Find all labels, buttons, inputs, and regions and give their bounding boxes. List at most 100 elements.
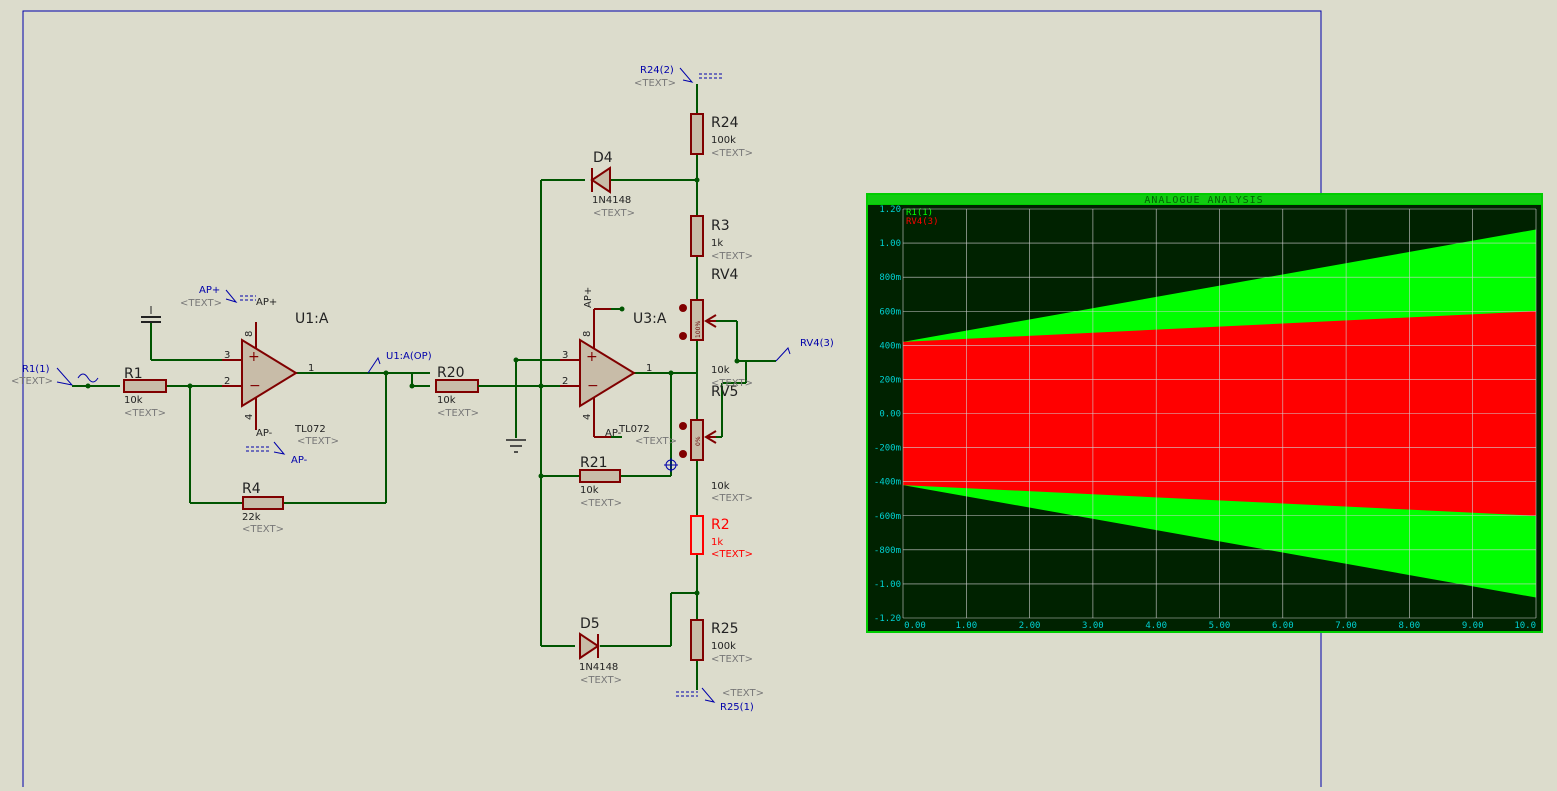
y-tick-label: -200m	[874, 444, 901, 454]
svg-text:3: 3	[562, 350, 568, 361]
svg-text:R24(2): R24(2)	[640, 65, 674, 76]
r25-text: <TEXT>	[711, 654, 753, 665]
ground-symbol-u3	[506, 439, 526, 453]
u1-value: TL072	[294, 424, 326, 435]
legend-series-1: R1(1)	[906, 208, 933, 218]
rv4-text: <TEXT>	[711, 378, 753, 389]
diode-d5[interactable]: D5 1N4148 <TEXT>	[579, 616, 622, 686]
rv5-value: 10k	[711, 481, 730, 492]
svg-text:AP-: AP-	[291, 455, 308, 466]
x-tick-label: 0.00	[904, 621, 926, 631]
resistor-r21[interactable]: R21 10k <TEXT>	[579, 455, 622, 509]
u3-value: TL072	[618, 424, 650, 435]
resistor-r1[interactable]: R1 10k <TEXT>	[123, 366, 167, 419]
tick-labels: 1.201.00800m600m400m200m0.00-200m-400m-6…	[874, 205, 1536, 631]
rv4-ref: RV4	[711, 267, 739, 283]
probe-ap-plus-u1[interactable]: AP+ <TEXT> AP+	[180, 285, 277, 309]
diode-d4[interactable]: D4 1N4148 <TEXT>	[590, 150, 635, 219]
r1-ref: R1	[124, 366, 143, 382]
x-tick-label: 5.00	[1209, 621, 1231, 631]
rv5-increment-button[interactable]	[679, 422, 687, 430]
r4-value: 22k	[242, 512, 261, 523]
r20-ref: R20	[437, 365, 465, 381]
svg-text:AP+: AP+	[583, 287, 594, 308]
r20-value: 10k	[437, 395, 456, 406]
resistor-r24[interactable]: R24 100k <TEXT>	[690, 113, 753, 159]
probe-r24-2[interactable]: R24(2) <TEXT>	[634, 65, 722, 89]
rv4-increment-button[interactable]	[679, 304, 687, 312]
svg-text:8: 8	[582, 331, 593, 337]
svg-text:AP-: AP-	[256, 428, 273, 439]
y-tick-label: 400m	[879, 341, 901, 351]
probe-r25-1[interactable]: <TEXT> R25(1)	[676, 687, 764, 713]
r25-ref: R25	[711, 621, 739, 637]
r25-value: 100k	[711, 641, 736, 652]
r4-text: <TEXT>	[242, 524, 284, 535]
opamp-u3a[interactable]: + − 3 2 1 8 4 AP+ AP- U3:A TL072 <TEXT>	[560, 287, 677, 447]
svg-text:<TEXT>: <TEXT>	[722, 688, 764, 699]
wires-input	[72, 322, 430, 504]
resistor-r20[interactable]: R20 10k <TEXT>	[435, 365, 479, 419]
r4-ref: R4	[242, 481, 261, 497]
probe-ap-minus-u1[interactable]: AP- AP-	[246, 428, 308, 466]
svg-text:2: 2	[562, 376, 568, 387]
resistor-r3[interactable]: R3 1k <TEXT>	[690, 215, 753, 262]
rv4-value: 10k	[711, 365, 730, 376]
probe-r1-1-text: <TEXT>	[11, 376, 53, 387]
svg-text:1: 1	[646, 363, 652, 374]
x-tick-label: 10.0	[1514, 621, 1536, 631]
potentiometer-rv4[interactable]: 100% RV4 10k <TEXT>	[679, 267, 753, 389]
y-tick-label: 1.00	[879, 239, 901, 249]
potentiometer-rv5[interactable]: 0% RV5 10k <TEXT>	[679, 384, 753, 504]
x-tick-label: 7.00	[1335, 621, 1357, 631]
y-tick-label: 200m	[879, 375, 901, 385]
r24-text: <TEXT>	[711, 148, 753, 159]
d4-ref: D4	[593, 150, 613, 166]
rv4-decrement-button[interactable]	[679, 332, 687, 340]
probe-rv4-3[interactable]: RV4(3)	[775, 338, 834, 362]
graph-title-bar[interactable]	[868, 195, 1541, 204]
y-tick-label: 600m	[879, 307, 901, 317]
d5-ref: D5	[580, 616, 600, 632]
r1-text: <TEXT>	[124, 408, 166, 419]
u3-text: <TEXT>	[635, 436, 677, 447]
probe-u1a-op[interactable]: U1:A(OP)	[367, 351, 432, 374]
y-tick-label: -600m	[874, 512, 901, 522]
u1-text: <TEXT>	[297, 436, 339, 447]
input-generator[interactable]: R1(1) <TEXT>	[11, 364, 99, 387]
svg-text:1: 1	[308, 363, 314, 374]
r24-value: 100k	[711, 135, 736, 146]
svg-text:4: 4	[244, 414, 255, 420]
svg-text:2: 2	[224, 376, 230, 387]
svg-text:RV4(3): RV4(3)	[800, 338, 834, 349]
x-tick-label: 2.00	[1019, 621, 1041, 631]
svg-text:4: 4	[582, 414, 593, 420]
r24-ref: R24	[711, 115, 739, 131]
grid-lines	[902, 208, 1537, 619]
rv5-wiper: 0%	[695, 436, 702, 446]
x-tick-label: 6.00	[1272, 621, 1294, 631]
graph-title: ANALOGUE ANALYSIS	[1144, 195, 1263, 206]
x-tick-label: 8.00	[1399, 621, 1421, 631]
d5-value: 1N4148	[579, 662, 618, 673]
rv5-text: <TEXT>	[711, 493, 753, 504]
legend-series-2: RV4(3)	[906, 217, 939, 227]
y-tick-label: 1.20	[879, 205, 901, 215]
u1-ref: U1:A	[295, 311, 329, 327]
u1-minus-icon: −	[249, 378, 261, 394]
svg-text:<TEXT>: <TEXT>	[634, 78, 676, 89]
r21-text: <TEXT>	[580, 498, 622, 509]
analogue-analysis-graph[interactable]: ANALOGUE ANALYSIS 1.201.00800m600m400m20…	[866, 193, 1543, 633]
opamp-u1a[interactable]: + − 3 2 1 8 4 U1:A TL072 <TEXT>	[222, 311, 339, 447]
resistor-r4[interactable]: R4 22k <TEXT>	[242, 481, 284, 535]
svg-text:AP+: AP+	[199, 285, 220, 296]
u1-plus-icon: +	[248, 349, 260, 365]
probe-r1-1-label: R1(1)	[22, 364, 50, 375]
y-tick-label: 0.00	[879, 410, 901, 420]
r2-text: <TEXT>	[711, 549, 753, 560]
resistor-r25[interactable]: R25 100k <TEXT>	[690, 619, 753, 665]
x-tick-label: 1.00	[955, 621, 977, 631]
rv5-decrement-button[interactable]	[679, 450, 687, 458]
resistor-r2[interactable]: R2 1k <TEXT>	[690, 515, 753, 560]
